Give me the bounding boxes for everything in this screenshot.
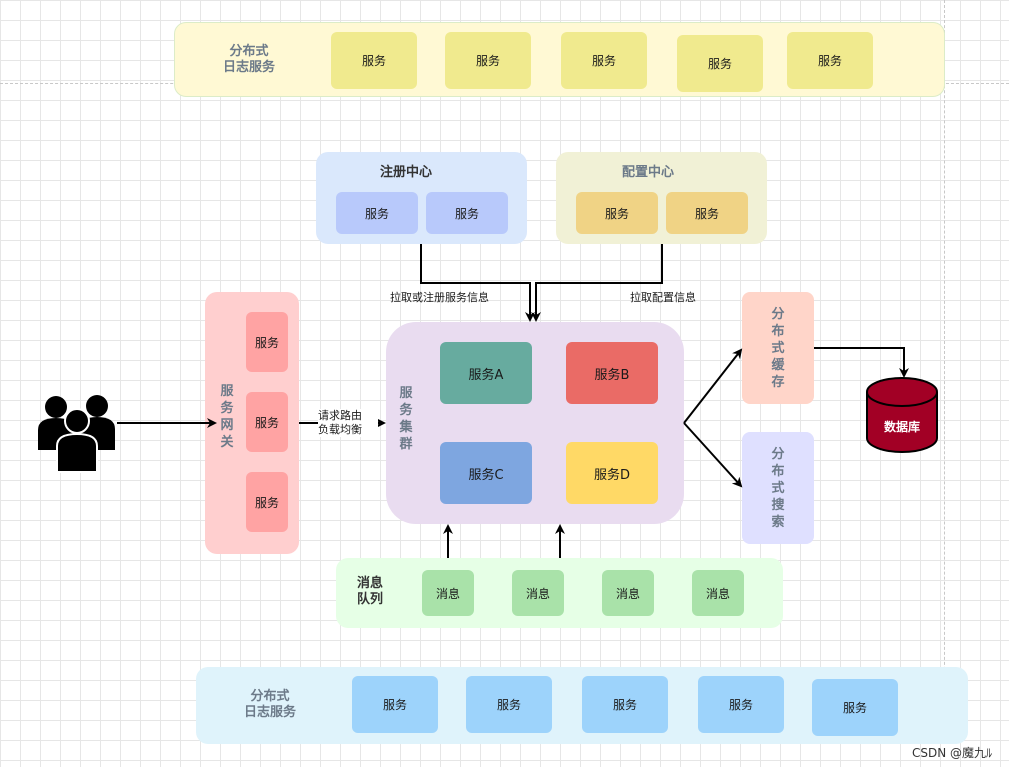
cache-to-database-arrow bbox=[814, 347, 909, 378]
bottom-log-service-4[interactable]: 服务 bbox=[698, 676, 784, 733]
database-label: 数据库 bbox=[883, 420, 920, 434]
edge-label-route: 请求路由 负载均衡 bbox=[318, 409, 378, 437]
top-log-service-2[interactable]: 服务 bbox=[445, 32, 531, 89]
database-icon bbox=[866, 377, 938, 453]
registry-center-panel: 注册中心 服务 服务 bbox=[316, 152, 527, 244]
bottom-log-service-3[interactable]: 服务 bbox=[582, 676, 668, 733]
edge-label-pull-register: 拉取或注册服务信息 bbox=[390, 291, 489, 304]
message-4[interactable]: 消息 bbox=[692, 570, 744, 616]
top-log-service-1[interactable]: 服务 bbox=[331, 32, 417, 89]
bottom-log-service-5[interactable]: 服务 bbox=[812, 679, 898, 736]
gateway-title: 服务网关 bbox=[220, 384, 234, 450]
top-log-service-3[interactable]: 服务 bbox=[561, 32, 647, 89]
message-1[interactable]: 消息 bbox=[422, 570, 474, 616]
message-queue-panel: 消息 队列 消息 消息 消息 消息 bbox=[336, 558, 783, 628]
registry-service-1[interactable]: 服务 bbox=[336, 192, 418, 234]
gateway-service-2[interactable]: 服务 bbox=[246, 392, 288, 452]
message-2[interactable]: 消息 bbox=[512, 570, 564, 616]
service-cluster-panel: 服务集群 服务A 服务B 服务C 服务D bbox=[386, 322, 684, 524]
registry-to-cluster-arrow bbox=[420, 244, 535, 322]
distributed-cache[interactable]: 分布式缓存 bbox=[742, 292, 814, 404]
top-log-service-5[interactable]: 服务 bbox=[787, 32, 873, 89]
top-log-service-4[interactable]: 服务 bbox=[677, 35, 763, 92]
gateway-service-1[interactable]: 服务 bbox=[246, 312, 288, 372]
config-to-cluster-arrow bbox=[531, 244, 663, 322]
registry-center-title: 注册中心 bbox=[379, 165, 432, 180]
service-c[interactable]: 服务C bbox=[440, 442, 532, 504]
message-queue-title: 消息 队列 bbox=[356, 576, 383, 607]
message-3[interactable]: 消息 bbox=[602, 570, 654, 616]
config-service-1[interactable]: 服务 bbox=[576, 192, 658, 234]
distributed-search[interactable]: 分布式搜索 bbox=[742, 432, 814, 544]
service-b[interactable]: 服务B bbox=[566, 342, 658, 404]
service-a[interactable]: 服务A bbox=[440, 342, 532, 404]
distributed-search-title: 分布式搜索 bbox=[771, 446, 785, 530]
top-log-panel: 分布式 日志服务 服务 服务 服务 服务 服务 bbox=[174, 22, 945, 97]
edge-label-pull-config: 拉取配置信息 bbox=[630, 291, 696, 304]
config-service-2[interactable]: 服务 bbox=[666, 192, 748, 234]
gateway-service-3[interactable]: 服务 bbox=[246, 472, 288, 532]
watermark: CSDN @魔九ﾙ bbox=[912, 746, 993, 760]
registry-service-2[interactable]: 服务 bbox=[426, 192, 508, 234]
bottom-log-service-2[interactable]: 服务 bbox=[466, 676, 552, 733]
gateway-panel: 服务网关 服务 服务 服务 bbox=[205, 292, 299, 554]
bottom-log-panel: 分布式 日志服务 服务 服务 服务 服务 服务 bbox=[196, 667, 968, 744]
distributed-cache-title: 分布式缓存 bbox=[771, 306, 785, 390]
cluster-to-search-arrow bbox=[683, 422, 743, 488]
cluster-to-cache-arrow bbox=[683, 348, 743, 424]
bottom-log-title: 分布式 日志服务 bbox=[243, 689, 296, 720]
guide-line-right bbox=[944, 0, 945, 700]
users-icon bbox=[38, 395, 115, 473]
config-center-title: 配置中心 bbox=[621, 165, 674, 180]
top-log-title: 分布式 日志服务 bbox=[222, 44, 275, 75]
service-d[interactable]: 服务D bbox=[566, 442, 658, 504]
config-center-panel: 配置中心 服务 服务 bbox=[556, 152, 767, 244]
service-cluster-title: 服务集群 bbox=[399, 386, 413, 452]
bottom-log-service-1[interactable]: 服务 bbox=[352, 676, 438, 733]
